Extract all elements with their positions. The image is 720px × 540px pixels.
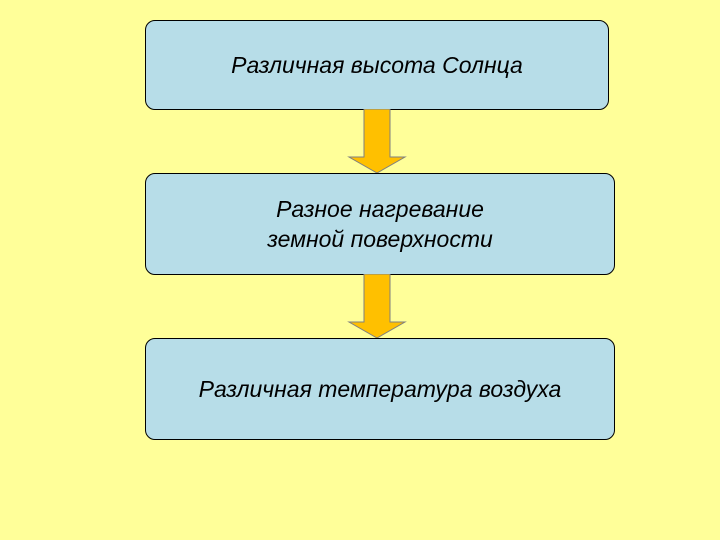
flow-box-label: Разное нагревание земной поверхности xyxy=(267,196,493,252)
flow-box-label: Различная высота Солнца xyxy=(231,52,523,78)
flow-box-surface-heating: Разное нагревание земной поверхности xyxy=(145,173,615,275)
arrow-down-icon xyxy=(347,274,407,338)
flow-box-label: Различная температура воздуха xyxy=(198,376,562,402)
flow-box-sun-height: Различная высота Солнца xyxy=(145,20,609,110)
flow-box-air-temperature: Различная температура воздуха xyxy=(145,338,615,440)
arrow-down-icon xyxy=(347,109,407,173)
